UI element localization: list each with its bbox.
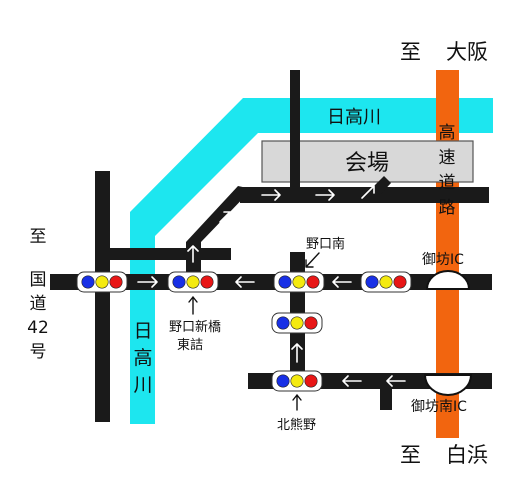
signal-light-yellow	[290, 316, 304, 330]
label-gobo-ic: 御坊IC	[422, 252, 464, 268]
label-river-side-3: 川	[133, 374, 152, 396]
arrow-icon	[261, 189, 281, 201]
road-venue-access	[372, 176, 391, 195]
arrow-icon	[305, 252, 320, 268]
label-expressway-1: 高	[439, 123, 456, 143]
signal-light-blue	[365, 275, 379, 289]
signal-light-yellow	[290, 374, 304, 388]
signal-light-red	[306, 275, 320, 289]
signal-kitakumano	[271, 370, 323, 392]
label-to-shirahama-prefix: 至	[400, 443, 421, 467]
label-noguchi-minami: 野口南	[306, 236, 345, 252]
map-labels: 至 大阪 至 白浜 至 国 道 42 号 日高川 日 高 川 会場 高 速 道 …	[27, 40, 488, 467]
interchange-gobo-minami-ic[interactable]	[423, 374, 473, 396]
arrow-icon	[361, 185, 375, 199]
signal-west	[76, 271, 128, 293]
signal-light-red	[304, 374, 318, 388]
label-river-side-2: 高	[133, 347, 152, 369]
signal-light-blue	[81, 275, 95, 289]
arrow-icon	[137, 276, 158, 288]
signal-light-red	[109, 275, 123, 289]
label-expressway-4: 路	[439, 198, 456, 218]
signal-light-red	[393, 275, 407, 289]
signal-light-red	[200, 275, 214, 289]
signal-light-yellow	[95, 275, 109, 289]
signal-light-red	[304, 316, 318, 330]
arrow-icon	[219, 211, 231, 223]
label-river-top: 日高川	[327, 107, 381, 128]
arrow-icon	[342, 375, 362, 387]
road-diagonal	[186, 186, 252, 242]
label-river-side-1: 日	[133, 320, 152, 342]
label-noguchi-shinbashi-1: 野口新橋	[169, 319, 221, 335]
signal-light-blue	[276, 316, 290, 330]
road-north-vertical	[290, 70, 300, 195]
signal-light-blue	[278, 275, 292, 289]
label-to-osaka: 大阪	[446, 40, 488, 64]
signal-light-yellow	[186, 275, 200, 289]
label-gobo-minami-ic: 御坊南IC	[411, 399, 467, 415]
signal-light-yellow	[292, 275, 306, 289]
interchange-gobo-ic[interactable]	[425, 270, 471, 290]
signal-central	[271, 312, 323, 334]
label-route42-go: 号	[30, 342, 47, 362]
label-expressway-3: 道	[439, 173, 456, 193]
road-west-vertical	[95, 171, 110, 422]
signal-light-blue	[172, 275, 186, 289]
signal-light-yellow	[379, 275, 393, 289]
arrow-icon	[315, 189, 335, 201]
interchange-icon	[423, 374, 473, 396]
arrow-icon	[332, 276, 352, 288]
arrow-icon	[187, 245, 199, 263]
label-expressway-2: 速	[439, 148, 456, 168]
arrow-icon	[292, 394, 302, 411]
label-route42-do: 道	[30, 294, 47, 314]
label-venue: 会場	[345, 151, 389, 176]
label-route42-num: 42	[27, 318, 49, 338]
label-route42-koku: 国	[30, 270, 47, 290]
signal-light-blue	[276, 374, 290, 388]
arrow-icon	[291, 343, 303, 363]
arrow-icon	[188, 296, 198, 315]
interchange-icon	[425, 270, 471, 290]
traffic-signals	[76, 271, 412, 392]
road-west-secondary	[104, 248, 231, 260]
arrow-icon	[235, 276, 255, 288]
arrow-icon	[386, 375, 406, 387]
signal-noguchi-minami	[273, 271, 325, 293]
signal-east	[360, 271, 412, 293]
label-to-shirahama: 白浜	[446, 443, 488, 467]
label-kitakumano: 北熊野	[277, 417, 316, 433]
label-route42-to: 至	[30, 227, 47, 247]
signal-noguchi-shinbashi	[167, 271, 219, 293]
road-arrows	[137, 185, 406, 387]
road-south-stub	[380, 380, 392, 410]
pointer-arrows	[188, 252, 320, 411]
label-noguchi-shinbashi-2: 東詰	[177, 337, 203, 353]
label-to-osaka-prefix: 至	[400, 40, 421, 64]
